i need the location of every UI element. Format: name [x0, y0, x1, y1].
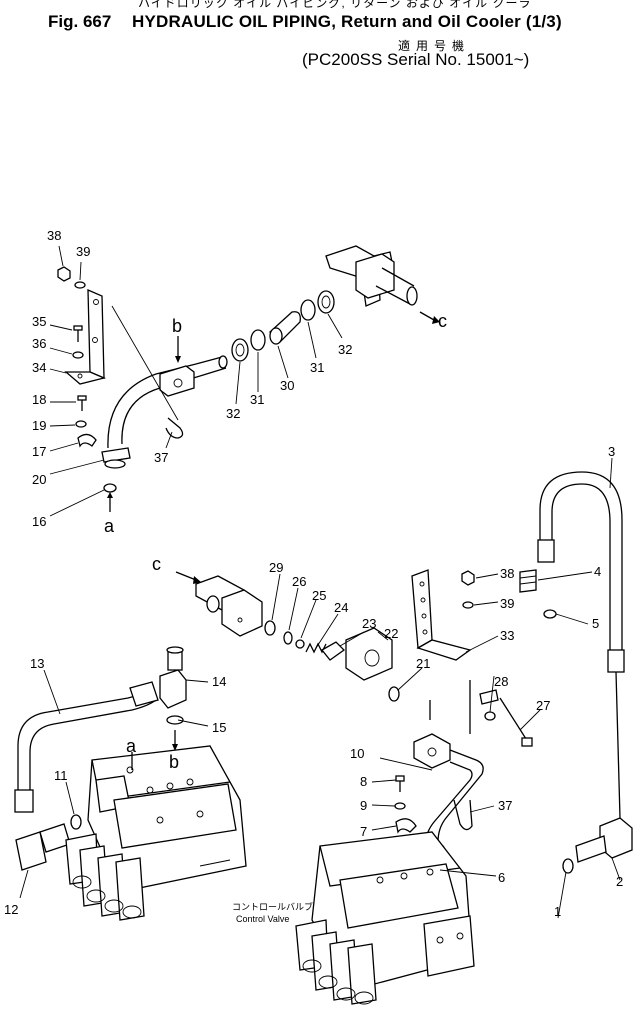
connection-b-top: b — [172, 316, 182, 336]
callout-12: 12 — [4, 902, 18, 917]
control-valve-left — [65, 745, 247, 921]
callout-38: 38 — [47, 228, 61, 243]
callout-37-bottom: 37 — [498, 798, 512, 813]
callout-10: 10 — [350, 746, 364, 761]
paren-open: ( — [302, 50, 308, 69]
callout-29: 29 — [269, 560, 283, 575]
control-valve-caption-en: Control Valve — [236, 914, 289, 924]
callout-labels: 38 39 35 36 34 18 19 17 20 16 37 32 31 3… — [4, 228, 623, 919]
top-left-assembly — [49, 245, 228, 517]
callout-37-top: 37 — [154, 450, 168, 465]
connection-letters: b a c c a b — [104, 311, 447, 772]
callout-39: 39 — [76, 244, 90, 259]
callout-23: 23 — [362, 616, 376, 631]
left-return-hose — [14, 646, 209, 899]
callout-8: 8 — [360, 774, 367, 789]
callout-27: 27 — [536, 698, 550, 713]
callout-9: 9 — [360, 798, 367, 813]
callout-17: 17 — [32, 444, 46, 459]
callout-22: 22 — [384, 626, 398, 641]
callout-3: 3 — [608, 444, 615, 459]
callout-28: 28 — [494, 674, 508, 689]
connection-b-bottom: b — [169, 752, 179, 772]
oil-cooler-hose — [411, 457, 625, 673]
figure-number: Fig. 667 — [48, 12, 112, 31]
callout-34: 34 — [32, 360, 46, 375]
connection-c-middle: c — [152, 554, 161, 574]
callout-18: 18 — [32, 392, 46, 407]
callout-2: 2 — [616, 874, 623, 889]
relief-valve-parts — [175, 571, 423, 702]
connection-a-valve: a — [126, 736, 137, 756]
callout-31-right: 31 — [310, 360, 324, 375]
callout-20: 20 — [32, 472, 46, 487]
figure-title: HYDRAULIC OIL PIPING, Return and Oil Coo… — [132, 12, 562, 31]
swivel-joint-parts — [231, 245, 440, 405]
connection-c-top: c — [438, 311, 447, 331]
callout-19: 19 — [32, 418, 46, 433]
callout-38-right: 38 — [500, 566, 514, 581]
japanese-title: ハイドロリック オイル パイピング, リターン および オイル クーラ — [138, 0, 532, 10]
callout-6: 6 — [498, 870, 505, 885]
serial-range: (PC200SS Serial No. 15001~) — [302, 50, 529, 70]
paren-close: ) — [523, 50, 530, 69]
callout-5: 5 — [592, 616, 599, 631]
callout-36: 36 — [32, 336, 46, 351]
callout-31-left: 31 — [250, 392, 264, 407]
callout-14: 14 — [212, 674, 226, 689]
callout-26: 26 — [292, 574, 306, 589]
callout-32-left: 32 — [226, 406, 240, 421]
callout-4: 4 — [594, 564, 601, 579]
connection-a-top: a — [104, 516, 115, 536]
callout-13: 13 — [30, 656, 44, 671]
callout-24: 24 — [334, 600, 348, 615]
callout-1: 1 — [554, 904, 561, 919]
callout-30: 30 — [280, 378, 294, 393]
callout-25: 25 — [312, 588, 326, 603]
applicability-japanese: 適用号機 — [398, 39, 471, 53]
callout-15: 15 — [212, 720, 226, 735]
callout-21: 21 — [416, 656, 430, 671]
control-valve-caption-jp: コントロールバルブ — [232, 901, 313, 912]
callout-35: 35 — [32, 314, 46, 329]
control-valve-right — [295, 671, 633, 1005]
callout-32-right: 32 — [338, 342, 352, 357]
serial-text: PC200SS Serial No. 15001~ — [307, 50, 524, 69]
callout-39-right: 39 — [500, 596, 514, 611]
callout-11: 11 — [54, 768, 68, 783]
callout-16: 16 — [32, 514, 46, 529]
callout-33: 33 — [500, 628, 514, 643]
callout-7: 7 — [360, 824, 367, 839]
